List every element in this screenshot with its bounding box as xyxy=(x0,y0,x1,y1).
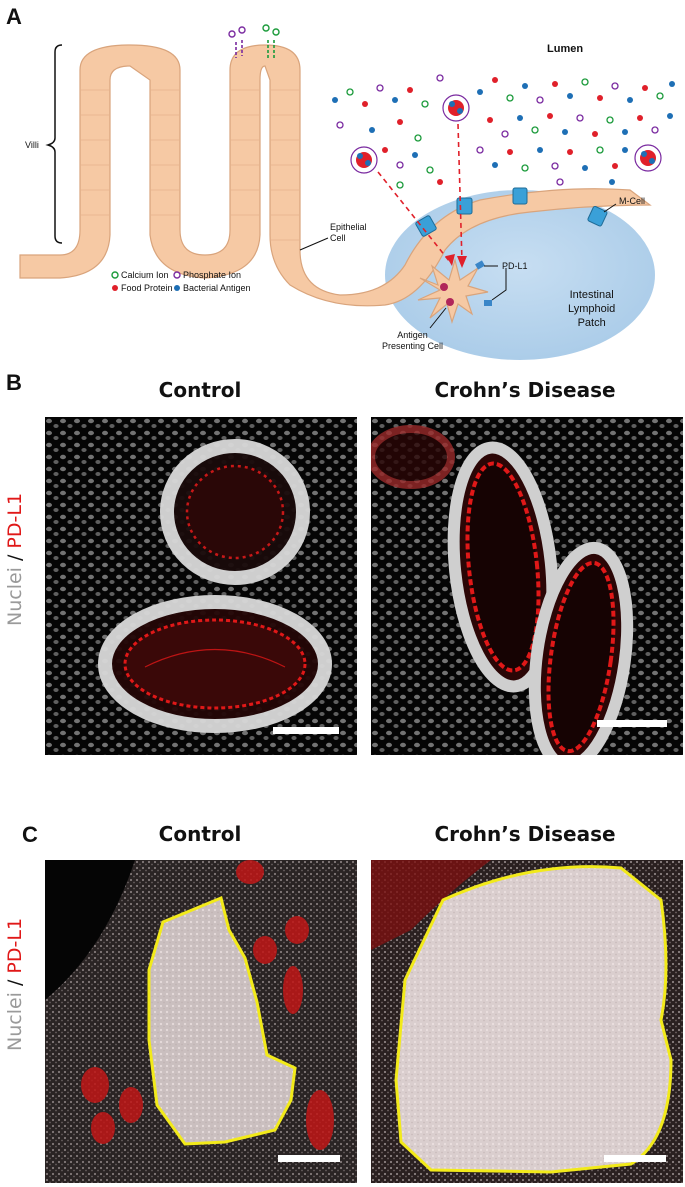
apc-label: Antigen Presenting Cell xyxy=(382,330,443,352)
panel-c-crohns-image xyxy=(371,860,683,1183)
panel-c-letter: C xyxy=(22,822,38,847)
legend-calcium: Calcium Ion xyxy=(121,270,169,280)
lumen-particles xyxy=(332,74,675,189)
panel-b-letter: B xyxy=(6,370,22,395)
apc-label-line2: Presenting Cell xyxy=(382,341,444,351)
panel-c-ylabel-pdl1: PD-L1 xyxy=(4,917,26,974)
patch-label-line3: Patch xyxy=(577,317,606,329)
legend-bacterial-antigen: Bacterial Antigen xyxy=(183,283,251,293)
m-cell xyxy=(415,215,437,237)
patch-label-line1: Intestinal xyxy=(569,289,614,301)
panel-b-ylabel-sep: / xyxy=(4,548,26,568)
epithelial-label: Epithelial Cell xyxy=(330,222,367,244)
panel-c-ylabel: Nuclei / PD-L1 xyxy=(4,918,26,1051)
panel-b-crohns-scalebar xyxy=(597,720,667,727)
panel-c-control-image xyxy=(45,860,357,1183)
villi-bracket xyxy=(45,44,63,244)
panel-c-right-title: Crohn’s Disease xyxy=(434,822,616,846)
m-cell-label: M-Cell xyxy=(619,196,645,206)
m-cell xyxy=(512,187,528,205)
patch-label-line2: Lymphoid xyxy=(568,303,616,315)
panel-c-ylabel-sep: / xyxy=(4,973,26,993)
panel-b-ylabel-pdl1: PD-L1 xyxy=(4,492,26,549)
apc-label-line1: Antigen xyxy=(397,330,428,340)
panel-b-ylabel: Nuclei / PD-L1 xyxy=(4,493,26,626)
legend-markers xyxy=(111,271,181,291)
panel-b-left-title: Control xyxy=(158,378,242,402)
antigen-cluster xyxy=(350,146,378,174)
villus-tip-ions xyxy=(228,24,280,58)
uptake-arrows xyxy=(377,123,463,263)
m-cell xyxy=(587,205,608,227)
patch-label: Intestinal Lymphoid Patch xyxy=(568,288,615,330)
panel-b-crohns-image xyxy=(371,417,683,755)
antigen-presenting-cell xyxy=(417,257,492,325)
lumen-label: Lumen xyxy=(547,43,584,55)
m-cell xyxy=(456,197,473,215)
epithelial-label-line1: Epithelial xyxy=(330,222,367,232)
antigen-cluster xyxy=(634,144,662,172)
panel-b-right-title: Crohn’s Disease xyxy=(434,378,616,402)
epithelium-band xyxy=(19,44,652,307)
panel-c-crohns-scalebar xyxy=(604,1155,666,1162)
panel-c-control-outline xyxy=(147,895,297,1146)
antigen-cluster xyxy=(442,94,470,122)
pd-l1-label: PD-L1 xyxy=(502,261,528,271)
panel-b-ylabel-nuclei: Nuclei xyxy=(4,567,26,626)
panel-c-control-scalebar xyxy=(278,1155,340,1162)
epithelial-label-line2: Cell xyxy=(330,233,346,243)
panel-b-control-image xyxy=(45,417,357,755)
panel-c-ylabel-nuclei: Nuclei xyxy=(4,992,26,1051)
panel-a-letter: A xyxy=(6,4,22,29)
legend-phosphate: Phosphate Ion xyxy=(183,270,242,280)
panel-c-left-title: Control xyxy=(158,822,242,846)
panel-a-diagram xyxy=(19,24,675,360)
panel-b-control-scalebar xyxy=(273,727,339,734)
legend-food-protein: Food Protein xyxy=(121,283,173,293)
villi-label: Villi xyxy=(25,140,39,150)
